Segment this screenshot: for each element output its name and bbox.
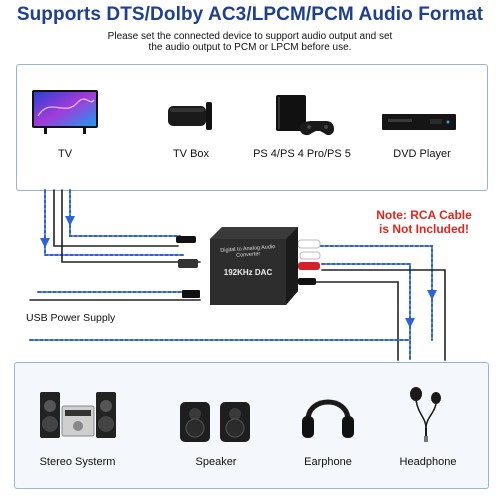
subtitle-line-2: the audio output to PCM or LPCM before u…: [148, 42, 352, 53]
note-label: Note:: [376, 208, 407, 222]
headphone-icon: [410, 387, 441, 442]
rca-red-plug: [298, 262, 320, 270]
stereo-system-icon: [40, 392, 116, 438]
note-line-1: RCA Cable: [410, 208, 472, 222]
arrow-down-1: [40, 238, 50, 248]
arrow-down-2: [65, 216, 75, 226]
arrow-down-3: [427, 290, 437, 300]
usb-plug: [182, 290, 200, 298]
coax-plug: [178, 259, 198, 268]
usb-power-label: USB Power Supply: [26, 312, 116, 324]
speaker-icon: [180, 402, 250, 442]
output-label-headphone: Headphone: [399, 456, 457, 468]
game-console-icon: [276, 95, 334, 136]
tv-box-icon: [168, 102, 212, 130]
tv-icon: [32, 90, 98, 134]
subtitle-line-1: Please set the connected device to suppo…: [107, 31, 393, 42]
coax-cable-path: [69, 189, 181, 237]
source-label-dvd: DVD Player: [393, 148, 451, 160]
earphone-icon: [302, 399, 354, 438]
dac-spec-label: 192KHz DAC: [223, 268, 273, 277]
source-label-console: PS 4/PS 4 Pro/PS 5: [253, 148, 351, 160]
rca-cable-note: Note: RCA Cable is Not Included!: [364, 208, 484, 236]
output-label-stereo: Stereo Systerm: [39, 456, 116, 468]
rca-out-path-1: [319, 244, 433, 341]
page-title: Supports DTS/Dolby AC3/LPCM/PCM Audio Fo…: [16, 4, 484, 25]
optical-cable-path: [44, 189, 186, 256]
source-label-tv-box: TV Box: [172, 148, 210, 160]
note-line-2: is Not Included!: [379, 222, 469, 236]
rca-red-top: [297, 239, 321, 249]
dvd-player-icon: [382, 114, 456, 130]
output-label-earphone: Earphone: [304, 456, 352, 468]
optical-plug: [176, 236, 196, 243]
dac-converter-box: [210, 227, 298, 305]
arrow-down-4: [405, 318, 415, 328]
rca-out-path-2: [321, 263, 411, 361]
aux-plug: [298, 278, 316, 285]
source-label-tv: TV: [57, 148, 73, 160]
rca-white-plug: [299, 251, 321, 260]
output-label-speaker: Speaker: [195, 456, 237, 468]
